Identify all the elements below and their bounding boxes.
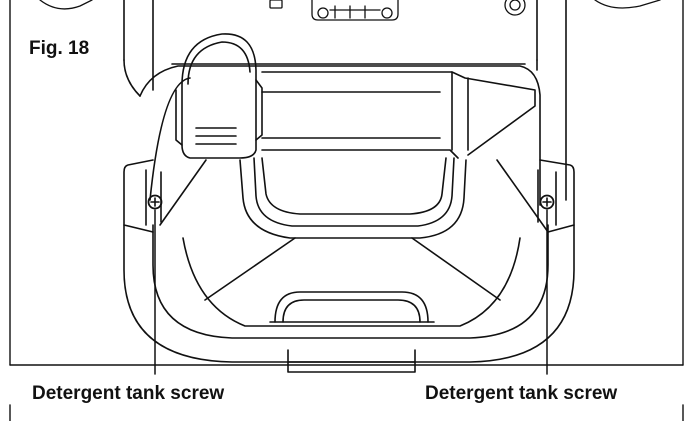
right-screw-icon [539,194,555,210]
left-mount-bracket [123,159,162,233]
frame-rules [9,0,684,421]
left-screw-callout: Detergent tank screw [32,383,225,404]
right-screw-callout: Detergent tank screw [425,383,618,404]
figure-label: Fig. 18 [29,38,90,59]
base-handle [123,224,575,363]
right-handle-post [536,0,567,201]
tank-recess [239,157,467,239]
left-screw-icon [147,194,163,210]
upper-panel [261,71,536,159]
top-mechanism [39,0,661,21]
right-mount-bracket [537,159,575,233]
base-foot [287,349,416,373]
left-handle-post [123,0,154,97]
lower-housing [159,159,549,327]
bottom-grip [269,291,435,323]
cable-hook [175,33,263,159]
housing-body [139,63,541,206]
